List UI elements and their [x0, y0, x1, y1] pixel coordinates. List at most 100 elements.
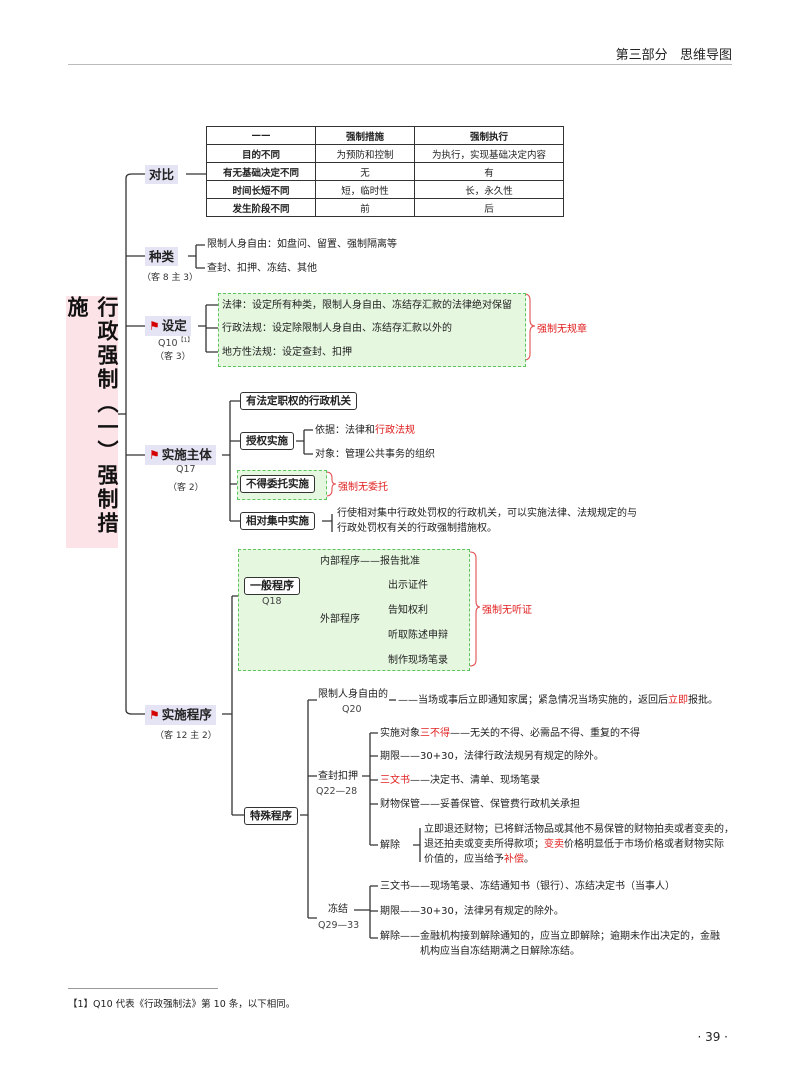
seize-period: 期限——30+30，法律行政法规另有规定的除外。	[380, 751, 604, 762]
seize-release-prefix: 价值的，应当给予	[424, 854, 504, 865]
seize-object-prefix: 实施对象	[380, 728, 420, 739]
seize-release-highlight: 补偿	[504, 854, 524, 865]
general-procedure-highlight	[238, 549, 470, 671]
general-procedure-note: 强制无听证	[482, 605, 532, 616]
table-cell: 前	[315, 198, 415, 217]
branch-comparison: 对比	[145, 165, 179, 184]
page-header: 第三部分 思维导图	[616, 44, 732, 63]
restrict-desc-prefix: ——当场或事后立即通知家属；紧急情况当场实施的，返回后	[398, 695, 668, 706]
table-row: 目的不同为预防和控制为执行，实现基础决定内容	[206, 144, 564, 163]
table-cell: 有	[414, 162, 564, 181]
header-divider	[68, 64, 732, 65]
subject-q: Q17	[176, 464, 196, 475]
header-section: 第三部分	[615, 48, 668, 63]
restrict-desc-suffix: 报批。	[688, 695, 718, 706]
setting-item: 法律：设定所有种类，限制人身自由、冻结存汇款的法律绝对保留	[222, 300, 512, 311]
branch-procedure-label: 实施程序	[161, 707, 212, 722]
seize-release-highlight: 变卖	[544, 839, 564, 850]
branch-setting-label: 设定	[161, 318, 187, 333]
table-row: 有无基础决定不同无有	[206, 162, 564, 181]
external-procedure-label: 外部程序	[320, 614, 360, 625]
types-item: 查封、扣押、冻结、其他	[207, 263, 317, 274]
branch-subject: ⚑实施主体	[145, 445, 216, 465]
internal-procedure: 内部程序——报告批准	[320, 555, 420, 568]
setting-highlight	[218, 293, 526, 367]
external-procedure-item: 听取陈述申辩	[388, 630, 448, 641]
table-cell: 长，永久性	[414, 180, 564, 199]
setting-note: 强制无规章	[537, 324, 587, 335]
seize-release-line: 退还拍卖或变卖所得款项；变卖价格明显低于市场价格或者财物实际	[424, 838, 724, 851]
setting-item: 行政法规：设定除限制人身自由、冻结存汇款以外的	[222, 323, 452, 334]
branch-setting: ⚑设定	[145, 316, 191, 336]
external-procedure-item: 告知权利	[388, 605, 428, 616]
table-header-cell: 强制执行	[414, 126, 564, 145]
table-cell: 发生阶段不同	[206, 198, 316, 217]
footnote-marker: 【1】	[177, 337, 194, 344]
seize-release-suffix: 。	[524, 854, 534, 865]
comparison-table: —— 强制措施 强制执行 目的不同为预防和控制为执行，实现基础决定内容 有无基础…	[206, 126, 564, 217]
internal-procedure-label: 内部程序	[320, 556, 360, 567]
table-header-cell: ——	[206, 126, 316, 145]
freeze-label: 冻结	[328, 904, 348, 915]
freeze-period: 期限——30+30，法律另有规定的除外。	[380, 906, 564, 917]
seize-release-line: 立即退还财物；已将鲜活物品或其他不易保管的财物拍卖或者变卖的，	[424, 824, 734, 835]
restrict-desc-highlight: 立即	[668, 695, 688, 706]
external-procedure-item: 制作现场笔录	[388, 655, 448, 666]
types-ref: （客 8 主 3）	[142, 273, 199, 283]
root-topic-label: 行政强制（一）强制措施	[65, 296, 119, 536]
table-cell: 时间长短不同	[206, 180, 316, 199]
table-cell: 后	[414, 198, 564, 217]
flag-icon: ⚑	[149, 448, 160, 462]
external-procedure-item: 出示证件	[388, 580, 428, 591]
subject-item-authority: 有法定职权的行政机关	[240, 392, 357, 410]
page-number: · 39 ·	[697, 1030, 728, 1044]
seize-custody: 财物保管——妥善保管、保管费行政机关承担	[380, 799, 580, 810]
flag-icon: ⚑	[149, 319, 160, 333]
restrict-freedom-q: Q20	[342, 704, 362, 715]
subject-basis-highlight: 行政法规	[375, 425, 415, 436]
subject-item-authorized: 授权实施	[240, 432, 294, 450]
types-item: 限制人身自由：如盘问、留置、强制隔离等	[207, 239, 397, 250]
table-cell: 短，临时性	[315, 180, 415, 199]
seize-label: 查封扣押	[318, 771, 358, 782]
seize-release-label: 解除	[380, 840, 400, 851]
restrict-freedom-label: 限制人身自由的	[318, 689, 388, 700]
subject-ref: （客 2）	[168, 483, 204, 493]
seize-q: Q22—28	[316, 786, 358, 797]
table-cell: 为执行，实现基础决定内容	[414, 144, 564, 163]
special-procedure-node: 特殊程序	[244, 807, 298, 825]
procedure-ref: （客 12 主 2）	[155, 731, 217, 741]
branch-types: 种类	[145, 247, 179, 266]
freeze-release-line: 解除——金融机构接到解除通知的，应当立即解除；逾期未作出决定的，金融	[380, 931, 720, 942]
freeze-release-line: 机构应当自冻结期满之日解除冻结。	[420, 946, 580, 957]
setting-item: 地方性法规：设定查封、扣押	[222, 347, 352, 358]
footnote-divider	[68, 988, 218, 989]
branch-comparison-label: 对比	[149, 167, 175, 182]
table-row: 发生阶段不同前后	[206, 198, 564, 217]
seize-release-line: 价值的，应当给予补偿。	[424, 853, 534, 866]
subject-item-no-delegation: 不得委托实施	[240, 475, 315, 493]
seize-release-prefix: 退还拍卖或变卖所得款项；	[424, 839, 544, 850]
header-subsection: 思维导图	[679, 48, 732, 63]
table-cell: 有无基础决定不同	[206, 162, 316, 181]
seize-docs: 三文书——决定书、清单、现场笔录	[380, 774, 540, 787]
branch-types-label: 种类	[149, 249, 175, 264]
seize-object: 实施对象三不得——无关的不得、必需品不得、重复的不得	[380, 727, 640, 740]
subject-centralized-desc: 行政处罚权有关的行政强制措施权。	[337, 523, 497, 534]
subject-no-delegation-note: 强制无委托	[338, 482, 388, 493]
seize-docs-suffix: ——决定书、清单、现场笔录	[410, 775, 540, 786]
freeze-docs: 三文书——现场笔录、冻结通知书（银行）、冻结决定书（当事人）	[380, 881, 675, 892]
table-header-row: —— 强制措施 强制执行	[206, 126, 564, 145]
subject-target: 对象：管理公共事务的组织	[315, 449, 435, 460]
freeze-q: Q29—33	[318, 920, 360, 931]
subject-centralized-desc: 行使相对集中行政处罚权的行政机关，可以实施法律、法规规定的与	[337, 508, 637, 519]
setting-q-label: Q10	[158, 338, 178, 350]
table-header-cell: 强制措施	[315, 126, 415, 145]
subject-item-centralized: 相对集中实施	[240, 512, 315, 530]
subject-basis: 依据：法律和行政法规	[315, 424, 415, 437]
setting-q: Q10【1】	[158, 335, 193, 349]
seize-object-suffix: ——无关的不得、必需品不得、重复的不得	[450, 728, 640, 739]
internal-procedure-value: ——报告批准	[360, 556, 420, 567]
seize-object-highlight: 三不得	[420, 728, 450, 739]
subject-basis-prefix: 依据：法律和	[315, 425, 375, 436]
